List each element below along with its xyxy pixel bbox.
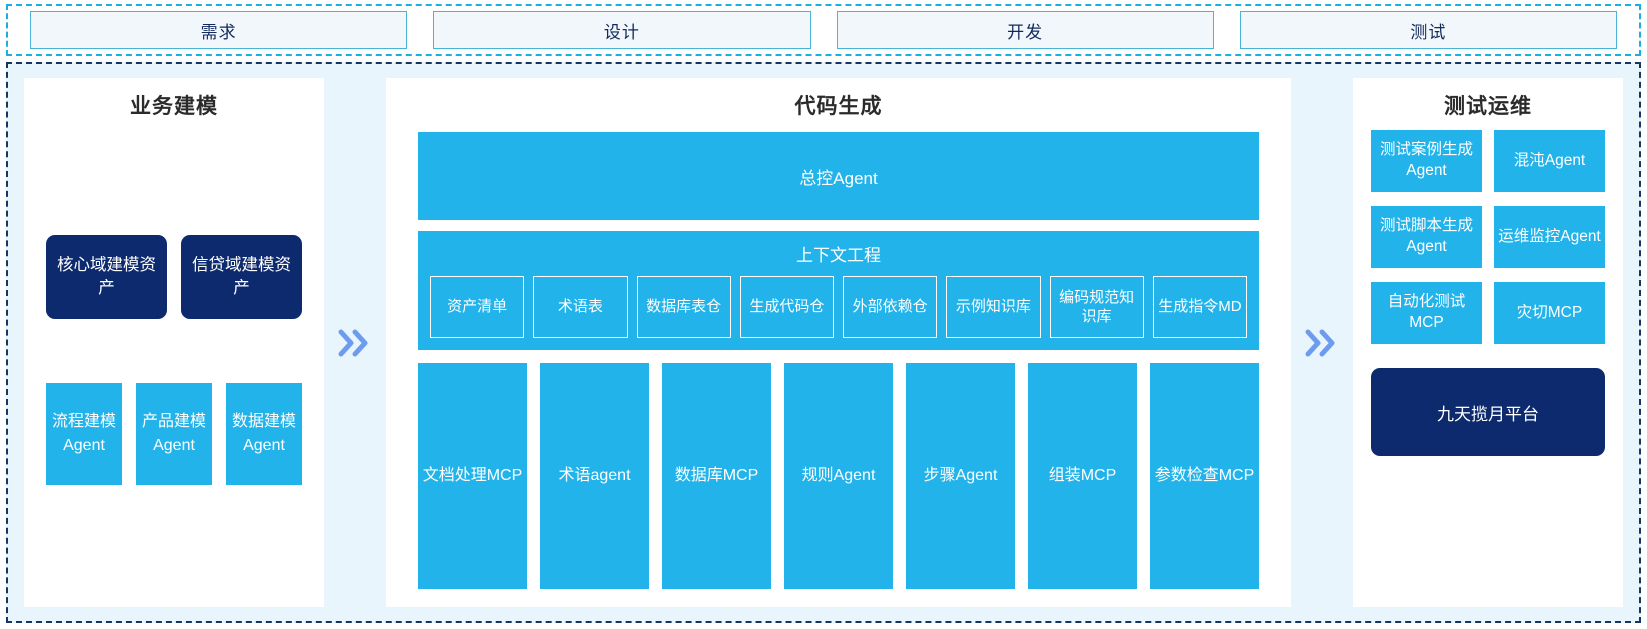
agent-label: 数据建模Agent [231,413,296,454]
context-item-label: 资产清单 [447,298,508,316]
test-box-label: 运维监控Agent [1498,227,1601,245]
test-box-automation-test-mcp[interactable]: 自动化测试MCP [1371,282,1482,344]
context-item-coding-standard-knowledge-base[interactable]: 编码规范知识库 [1049,276,1144,338]
context-item-label: 生成代码仓 [749,298,825,316]
context-item-generated-code-repo[interactable]: 生成代码仓 [739,276,834,338]
test-box-chaos-agent[interactable]: 混沌Agent [1494,130,1605,192]
asset-box-credit-domain[interactable]: 信贷域建模资产 [181,234,302,319]
test-box-label: 混沌Agent [1513,151,1586,169]
chevron-double-right-icon-right [1291,78,1353,607]
modeling-agent-row: 流程建模Agent 产品建模Agent 数据建模Agent [46,382,302,485]
phase-label: 测试 [1410,22,1447,42]
phase-box-requirements[interactable]: 需求 [30,11,408,49]
context-item-example-knowledge-base[interactable]: 示例知识库 [946,276,1041,338]
test-box-ops-monitoring-agent[interactable]: 运维监控Agent [1494,206,1605,268]
test-box-disaster-switch-mcp[interactable]: 灾切MCP [1494,282,1605,344]
test-box-label: 测试案例生成Agent [1379,141,1473,179]
tool-box-rule-agent[interactable]: 规则Agent [784,363,893,589]
agent-box-data-modeling[interactable]: 数据建模Agent [226,382,302,485]
phase-label: 开发 [1007,22,1044,42]
chevron-double-right-icon-left [324,78,386,607]
modeling-asset-row: 核心域建模资产 信贷域建模资产 [46,234,302,319]
phase-label: 需求 [200,22,237,42]
asset-box-core-domain[interactable]: 核心域建模资产 [46,234,167,319]
context-engineering-block: 上下文工程 资产清单 术语表 数据库表仓 生成代码仓 [418,231,1259,350]
tool-label: 文档处理MCP [422,466,523,484]
context-item-external-dependency-repo[interactable]: 外部依赖仓 [843,276,938,338]
asset-label: 核心域建模资产 [57,256,156,297]
tool-label: 术语agent [558,466,631,484]
platform-box-jiutian-lanyue[interactable]: 九天揽月平台 [1371,368,1605,456]
tool-label: 参数检查MCP [1154,466,1255,484]
agent-label: 流程建模Agent [51,413,116,454]
context-item-asset-inventory[interactable]: 资产清单 [430,276,525,338]
context-item-label: 数据库表仓 [646,298,722,316]
business-modeling-body: 核心域建模资产 信贷域建模资产 流程建模Agent 产品建模Agent 数据建模… [38,126,310,593]
agent-label: 产品建模Agent [141,413,206,454]
panel-title-business-modeling: 业务建模 [130,95,218,118]
context-item-label: 术语表 [557,298,603,316]
panel-title-code-generation: 代码生成 [794,95,883,118]
test-box-label: 自动化测试MCP [1387,293,1466,331]
tool-box-step-agent[interactable]: 步骤Agent [906,363,1015,589]
asset-label: 信贷域建模资产 [192,256,291,297]
panel-test-operations: 测试运维 测试案例生成Agent 混沌Agent 测试脚本生成Agent 运维监… [1353,78,1623,607]
test-box-script-generation-agent[interactable]: 测试脚本生成Agent [1371,206,1482,268]
phase-strip: 需求 设计 开发 测试 [6,4,1641,56]
tool-label: 组装MCP [1048,466,1117,484]
test-operations-body: 测试案例生成Agent 混沌Agent 测试脚本生成Agent 运维监控Agen… [1367,126,1609,593]
phase-box-design[interactable]: 设计 [433,11,811,49]
main-architecture-area: 业务建模 核心域建模资产 信贷域建模资产 流程建模Agent 产品建模Agent [6,62,1641,623]
tool-box-database-mcp[interactable]: 数据库MCP [662,363,771,589]
panel-business-modeling: 业务建模 核心域建模资产 信贷域建模资产 流程建模Agent 产品建模Agent [24,78,324,607]
test-operations-grid: 测试案例生成Agent 混沌Agent 测试脚本生成Agent 运维监控Agen… [1371,130,1605,344]
context-item-generation-instruction-md[interactable]: 生成指令MD [1152,276,1247,338]
test-box-label: 测试脚本生成Agent [1379,217,1473,255]
tool-label: 规则Agent [801,466,876,484]
context-item-label: 编码规范知识库 [1059,288,1135,326]
code-generation-body: 总控Agent 上下文工程 资产清单 术语表 数据库表仓 [400,126,1277,593]
context-engineering-title: 上下文工程 [796,246,881,265]
context-engineering-items: 资产清单 术语表 数据库表仓 生成代码仓 外部依赖仓 [430,276,1247,338]
context-item-glossary[interactable]: 术语表 [533,276,628,338]
tool-box-document-processing-mcp[interactable]: 文档处理MCP [418,363,527,589]
phase-label: 设计 [603,22,640,42]
tool-box-parameter-check-mcp[interactable]: 参数检查MCP [1150,363,1259,589]
panel-title-test-operations: 测试运维 [1444,95,1532,118]
test-box-case-generation-agent[interactable]: 测试案例生成Agent [1371,130,1482,192]
tool-box-assembly-mcp[interactable]: 组装MCP [1028,363,1137,589]
tool-label: 数据库MCP [674,466,759,484]
context-item-label: 外部依赖仓 [852,298,928,316]
code-generation-tool-row: 文档处理MCP 术语agent 数据库MCP 规则Agent 步骤Agent [418,361,1259,589]
agent-box-product-modeling[interactable]: 产品建模Agent [136,382,212,485]
phase-box-development[interactable]: 开发 [836,11,1214,49]
master-control-agent-label: 总控Agent [799,168,878,188]
agent-box-process-modeling[interactable]: 流程建模Agent [46,382,122,485]
tool-label: 步骤Agent [923,466,998,484]
test-box-label: 灾切MCP [1516,303,1583,321]
master-control-agent-box[interactable]: 总控Agent [418,132,1259,220]
context-item-db-table-repo[interactable]: 数据库表仓 [636,276,731,338]
panel-code-generation: 代码生成 总控Agent 上下文工程 资产清单 术语表 [386,78,1291,607]
phase-box-testing[interactable]: 测试 [1239,11,1617,49]
context-item-label: 生成指令MD [1158,298,1242,316]
tool-box-glossary-agent[interactable]: 术语agent [540,363,649,589]
context-item-label: 示例知识库 [955,298,1031,316]
platform-label: 九天揽月平台 [1437,404,1539,424]
